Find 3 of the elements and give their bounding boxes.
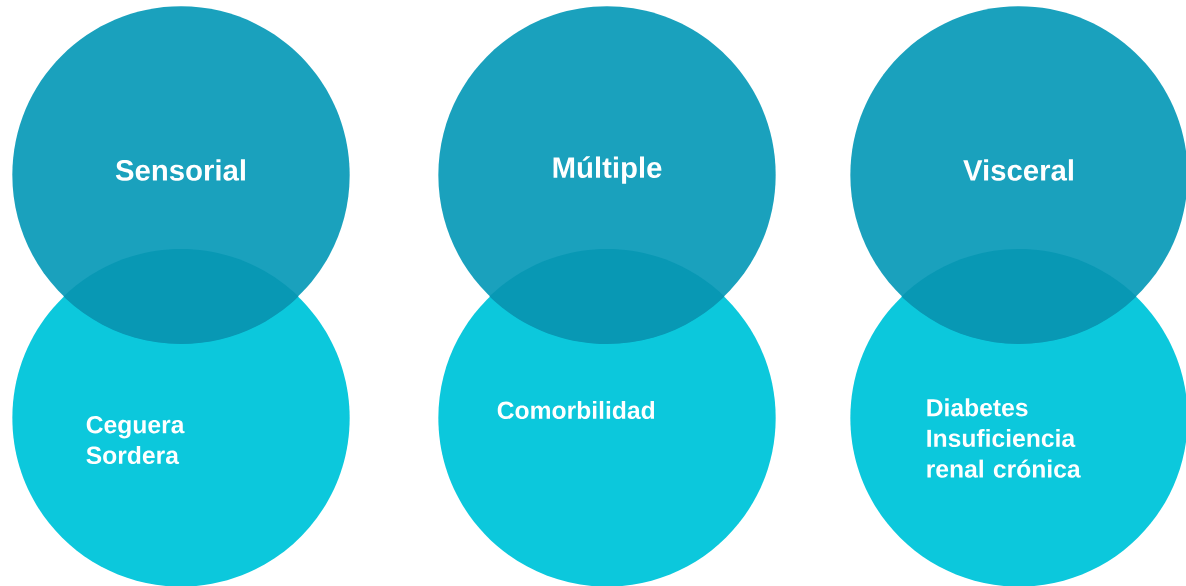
node-label: Visceral: [963, 159, 1073, 181]
node-label: Múltiple: [553, 156, 662, 184]
node-label: Sensorial: [115, 159, 245, 181]
